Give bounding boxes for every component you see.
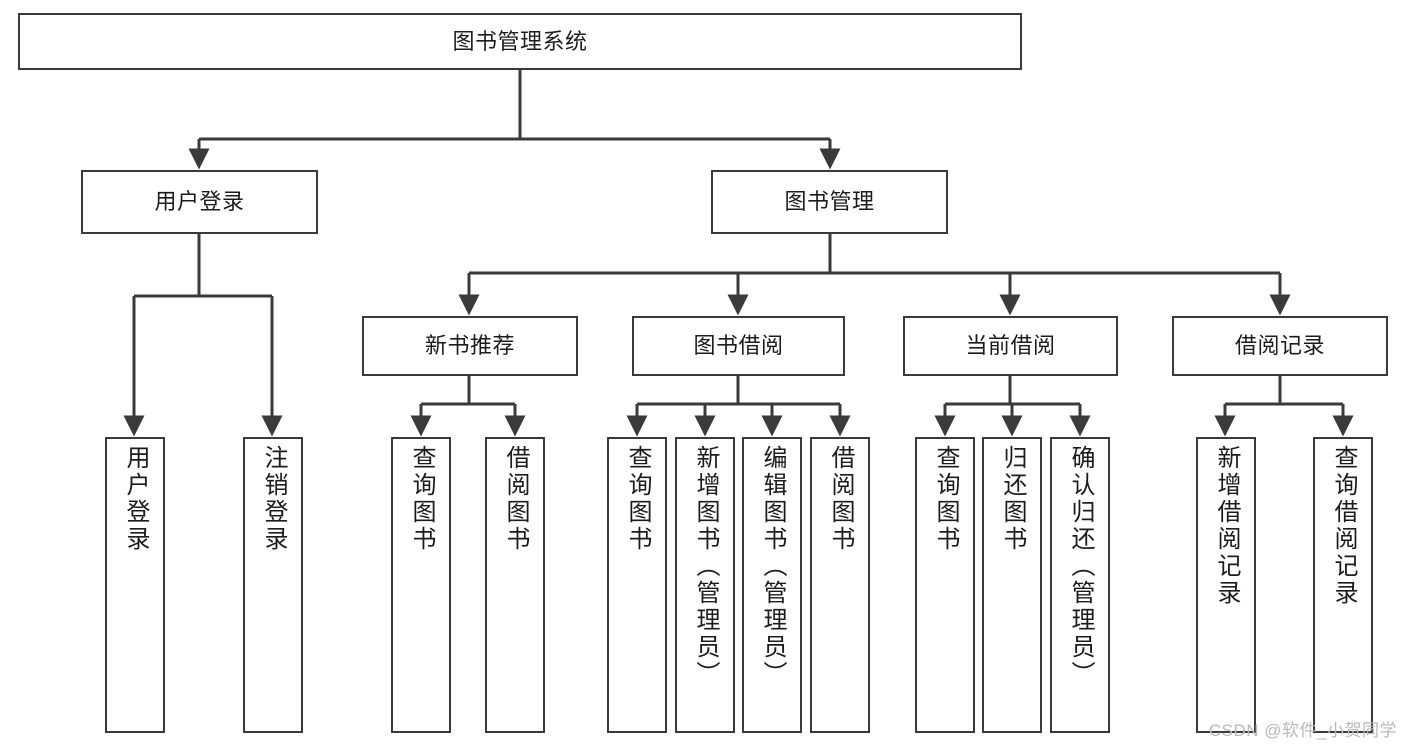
node-leaf-book-borrow-1[interactable]: 新增图书（管理员）: [675, 437, 735, 733]
node-leaf-book-borrow-2[interactable]: 编辑图书（管理员）: [742, 437, 802, 733]
node-leaf-borrow-record-1-label: 查询借阅记录: [1330, 445, 1357, 607]
node-leaf-new-book-1[interactable]: 借阅图书: [485, 437, 545, 733]
node-borrow-record-label: 借阅记录: [1234, 333, 1325, 359]
node-current-borrow-label: 当前借阅: [965, 333, 1056, 359]
node-leaf-current-borrow-2[interactable]: 确认归还（管理员）: [1050, 437, 1110, 733]
node-new-book[interactable]: 新书推荐: [362, 316, 578, 376]
node-user-login-label: 用户登录: [154, 189, 245, 215]
node-leaf-borrow-record-0-label: 新增借阅记录: [1213, 445, 1240, 607]
node-leaf-current-borrow-0[interactable]: 查询图书: [915, 437, 975, 733]
node-leaf-current-borrow-1-label: 归还图书: [999, 445, 1026, 553]
node-leaf-book-borrow-0[interactable]: 查询图书: [607, 437, 667, 733]
node-leaf-book-borrow-3[interactable]: 借阅图书: [810, 437, 870, 733]
node-leaf-user-login-0[interactable]: 用户登录: [105, 437, 165, 733]
node-leaf-user-login-1-label: 注销登录: [260, 445, 287, 553]
node-book-borrow-label: 图书借阅: [693, 333, 784, 359]
node-leaf-new-book-0-label: 查询图书: [408, 445, 435, 553]
node-leaf-current-borrow-1[interactable]: 归还图书: [982, 437, 1042, 733]
node-root-label: 图书管理系统: [452, 28, 588, 54]
node-leaf-user-login-1[interactable]: 注销登录: [243, 437, 303, 733]
node-leaf-new-book-0[interactable]: 查询图书: [391, 437, 451, 733]
node-new-book-label: 新书推荐: [424, 333, 515, 359]
node-leaf-current-borrow-0-label: 查询图书: [932, 445, 959, 553]
node-borrow-record[interactable]: 借阅记录: [1172, 316, 1388, 376]
node-user-login[interactable]: 用户登录: [81, 170, 318, 234]
node-leaf-book-borrow-0-label: 查询图书: [624, 445, 651, 553]
node-book-borrow[interactable]: 图书借阅: [632, 316, 845, 376]
node-leaf-borrow-record-1[interactable]: 查询借阅记录: [1313, 437, 1373, 733]
node-leaf-user-login-0-label: 用户登录: [122, 445, 149, 553]
node-root[interactable]: 图书管理系统: [18, 13, 1022, 70]
node-book-manage-label: 图书管理: [784, 189, 875, 215]
node-leaf-current-borrow-2-label: 确认归还（管理员）: [1067, 445, 1094, 688]
node-book-manage[interactable]: 图书管理: [711, 170, 948, 234]
node-leaf-book-borrow-1-label: 新增图书（管理员）: [692, 445, 719, 688]
node-leaf-book-borrow-3-label: 借阅图书: [827, 445, 854, 553]
node-current-borrow[interactable]: 当前借阅: [903, 316, 1118, 376]
node-leaf-borrow-record-0[interactable]: 新增借阅记录: [1196, 437, 1256, 733]
node-leaf-book-borrow-2-label: 编辑图书（管理员）: [759, 445, 786, 688]
node-leaf-new-book-1-label: 借阅图书: [502, 445, 529, 553]
